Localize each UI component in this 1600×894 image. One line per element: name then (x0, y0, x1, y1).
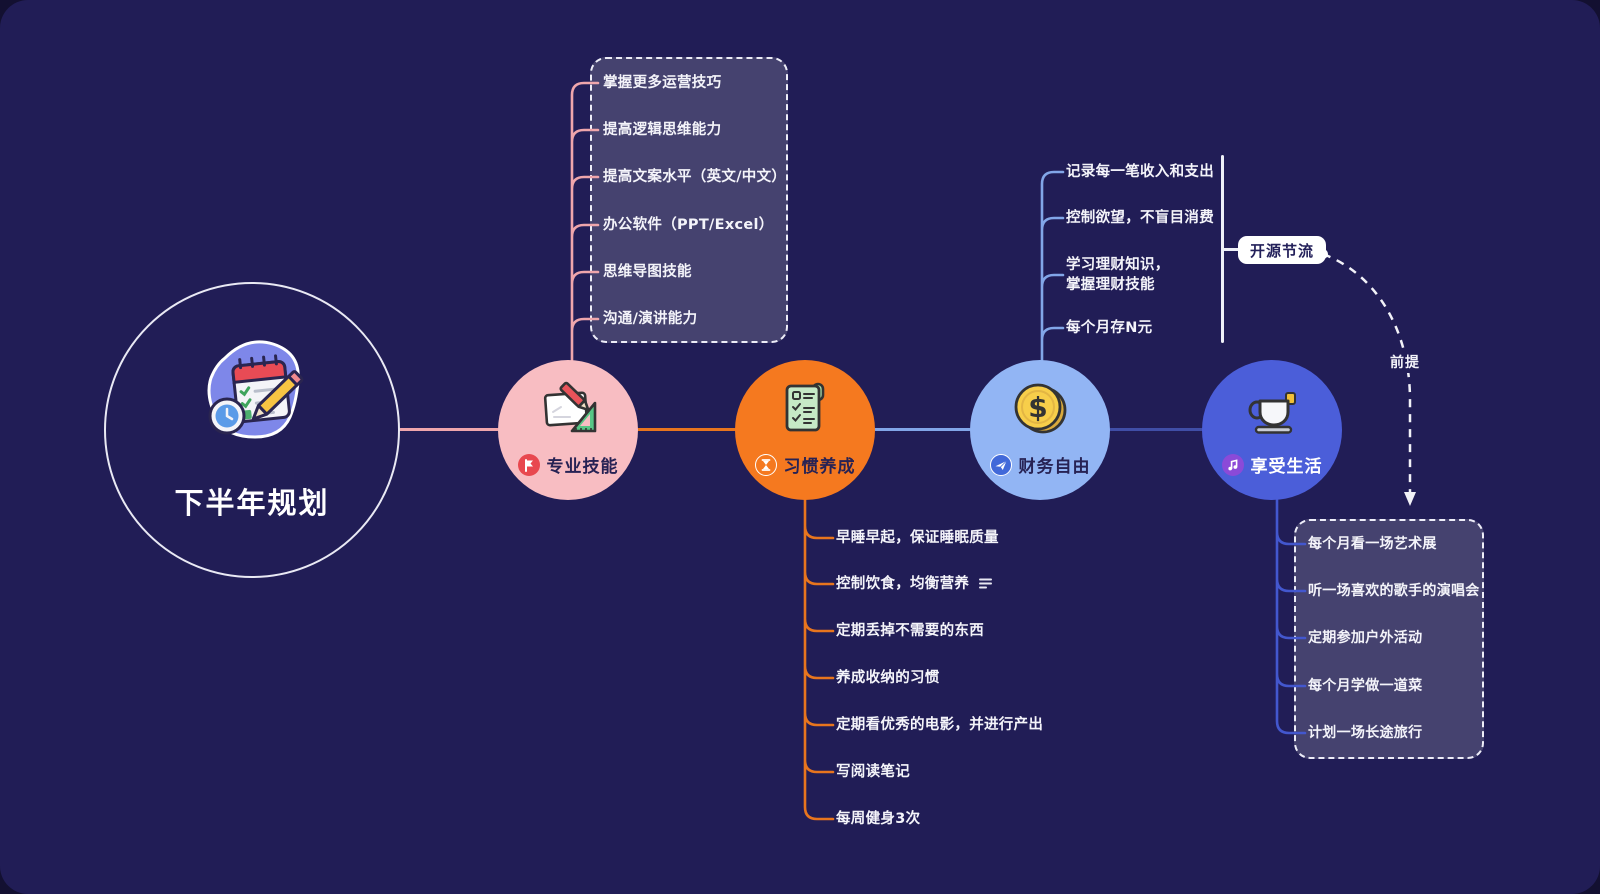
finance-item[interactable]: 记录每一笔收入和支出 (1066, 164, 1214, 180)
habits-item[interactable]: 每周健身3次 (836, 811, 921, 827)
finance-item[interactable]: 学习理财知识， 掌握理财技能 (1066, 255, 1170, 295)
boundary-skills (590, 57, 788, 343)
skills-item[interactable]: 沟通/演讲能力 (603, 311, 698, 327)
topic-label: 财务自由 (1018, 457, 1091, 477)
skills-item[interactable]: 思维导图技能 (603, 264, 692, 280)
finance-item[interactable]: 控制欲望，不盲目消费 (1066, 210, 1214, 226)
skills-item[interactable]: 掌握更多运营技巧 (603, 75, 722, 91)
drafting-tools-icon (543, 381, 597, 433)
habits-item[interactable]: 控制饮食，均衡营养 (836, 574, 994, 594)
boundary-life (1294, 519, 1484, 759)
svg-text:$: $ (1028, 391, 1047, 424)
skills-item[interactable]: 提高逻辑思维能力 (603, 122, 722, 138)
topic-habits[interactable]: 习惯养成 (735, 360, 875, 500)
habits-item[interactable]: 定期看优秀的电影，并进行产出 (836, 717, 1044, 733)
relationship-arrow (1318, 249, 1416, 506)
finance-branch-lines (1040, 170, 1065, 364)
root-topic-title[interactable]: 下半年规划 (174, 486, 330, 520)
habits-item[interactable]: 养成收纳的习惯 (836, 670, 940, 686)
spine-root-skills (399, 428, 499, 431)
life-item[interactable]: 每个月看一场艺术展 (1308, 536, 1437, 552)
airplane-icon (989, 453, 1012, 476)
flag-icon (517, 453, 540, 476)
finance-item-line1: 学习理财知识， (1066, 257, 1170, 273)
checklist-scroll-icon (785, 382, 825, 432)
finance-item-line2: 掌握理财技能 (1066, 277, 1155, 293)
habits-item[interactable]: 写阅读笔记 (836, 764, 910, 780)
topic-label: 习惯养成 (783, 457, 856, 477)
habits-item-text: 控制饮食，均衡营养 (836, 576, 970, 592)
music-note-icon (1221, 453, 1244, 476)
dollar-coin-icon: $ (1014, 383, 1067, 434)
life-item[interactable]: 计划一场长途旅行 (1308, 725, 1423, 741)
spine-habits-finance (874, 428, 971, 431)
life-item[interactable]: 定期参加户外活动 (1308, 630, 1423, 646)
summary-topic[interactable]: 开源节流 (1238, 236, 1326, 264)
hourglass-icon (754, 453, 777, 476)
habits-item[interactable]: 定期丢掉不需要的东西 (836, 623, 984, 639)
topic-label: 享受生活 (1250, 457, 1323, 477)
root-topic-circle[interactable] (104, 282, 400, 578)
topic-life[interactable]: 享受生活 (1202, 360, 1342, 500)
spine-finance-life (1109, 428, 1203, 431)
skills-item[interactable]: 提高文案水平（英文/中文） (603, 169, 787, 185)
topic-skills[interactable]: 专业技能 (498, 360, 638, 500)
habits-branch-lines (803, 496, 835, 821)
topic-label: 专业技能 (546, 457, 619, 477)
life-item[interactable]: 听一场喜欢的歌手的演唱会 (1308, 583, 1480, 599)
notes-icon[interactable] (979, 578, 994, 590)
spine-skills-habits (637, 428, 736, 431)
relationship-label[interactable]: 前提 (1386, 351, 1424, 373)
habits-item[interactable]: 早睡早起，保证睡眠质量 (836, 530, 999, 546)
planner-illustration-icon (207, 340, 304, 439)
summary-bracket-tick (1221, 248, 1238, 251)
teacup-icon (1248, 392, 1296, 434)
finance-item[interactable]: 每个月存N元 (1066, 320, 1153, 336)
life-item[interactable]: 每个月学做一道菜 (1308, 678, 1423, 694)
topic-finance[interactable]: $ 财务自由 (970, 360, 1110, 500)
skills-item[interactable]: 办公软件（PPT/Excel） (603, 217, 774, 233)
